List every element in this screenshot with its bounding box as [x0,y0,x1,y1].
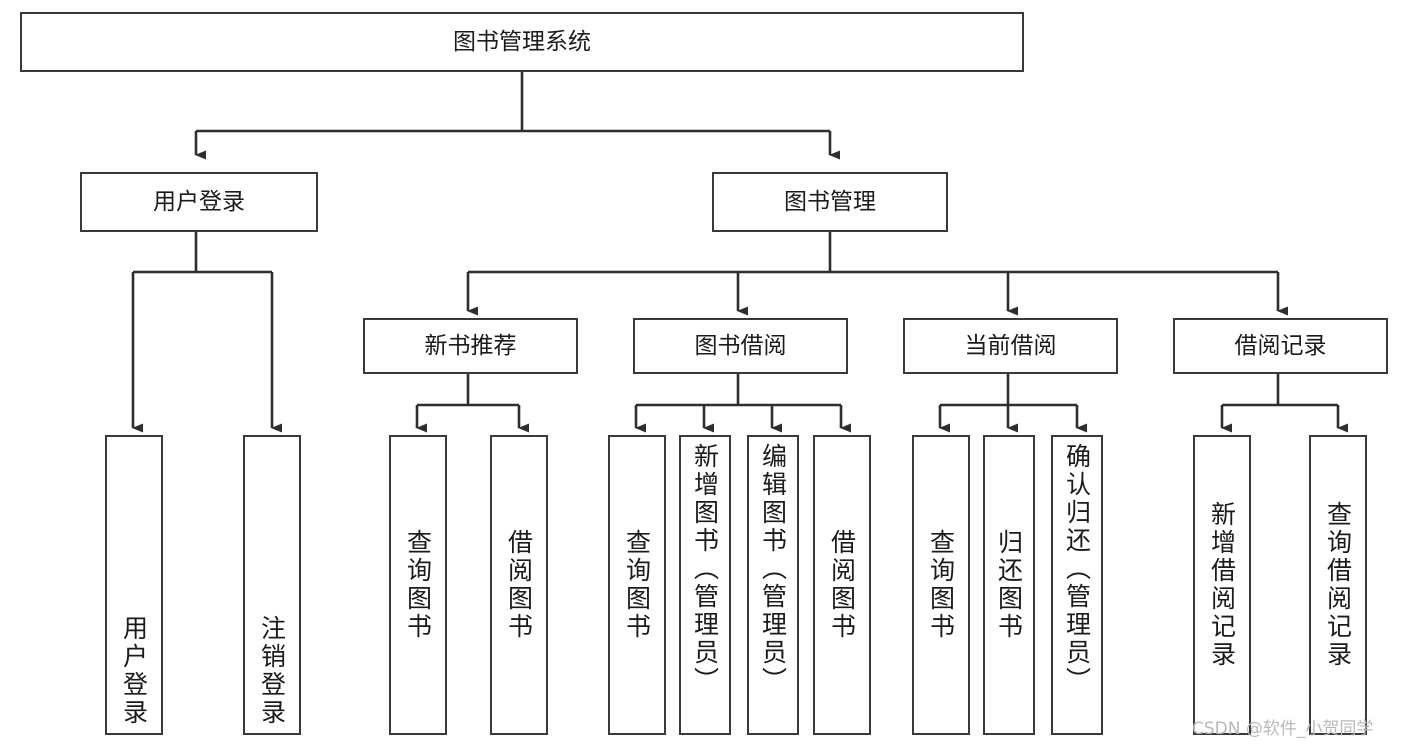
node-current-borrow[interactable]: 当前借阅 [903,318,1118,374]
node-leaf-add-record-label: 新增借阅记录 [1207,501,1237,669]
node-leaf-confirm-return[interactable]: 确认归还（管理员） [1051,435,1103,735]
node-leaf-borrow-book-1-label: 借阅图书 [504,529,534,641]
node-leaf-logout-login[interactable]: 注销登录 [243,435,301,735]
node-leaf-logout-login-label: 注销登录 [257,615,287,727]
node-leaf-edit-book-label: 编辑图书（管理员） [758,443,788,695]
node-leaf-user-login-label: 用户登录 [119,615,149,727]
node-book-manage-label: 图书管理 [784,188,876,215]
node-leaf-query-book-2-label: 查询图书 [622,529,652,641]
node-leaf-borrow-book-2-label: 借阅图书 [827,529,857,641]
node-leaf-query-book-3[interactable]: 查询图书 [912,435,970,735]
node-borrow-record[interactable]: 借阅记录 [1173,318,1388,374]
node-leaf-query-book-3-label: 查询图书 [926,529,956,641]
node-leaf-add-book[interactable]: 新增图书（管理员） [679,435,731,735]
node-borrow-record-label: 借阅记录 [1234,332,1327,359]
node-leaf-confirm-return-label: 确认归还（管理员） [1062,443,1092,695]
node-user-login-label: 用户登录 [153,188,245,215]
node-leaf-add-record[interactable]: 新增借阅记录 [1193,435,1251,735]
node-book-borrow[interactable]: 图书借阅 [633,318,848,374]
node-leaf-borrow-book-1[interactable]: 借阅图书 [490,435,548,735]
node-book-borrow-label: 图书借阅 [694,332,787,359]
node-root-label: 图书管理系统 [453,28,591,55]
node-leaf-user-login[interactable]: 用户登录 [105,435,163,735]
node-new-book-recommend[interactable]: 新书推荐 [363,318,578,374]
node-leaf-query-record[interactable]: 查询借阅记录 [1309,435,1367,735]
node-root[interactable]: 图书管理系统 [20,12,1024,72]
node-leaf-add-book-label: 新增图书（管理员） [690,443,720,695]
node-leaf-return-book[interactable]: 归还图书 [983,435,1035,735]
node-leaf-query-book-1[interactable]: 查询图书 [389,435,447,735]
node-new-book-recommend-label: 新书推荐 [424,332,517,359]
node-leaf-query-record-label: 查询借阅记录 [1323,501,1353,669]
node-leaf-borrow-book-2[interactable]: 借阅图书 [813,435,871,735]
node-current-borrow-label: 当前借阅 [964,332,1057,359]
node-leaf-query-book-1-label: 查询图书 [403,529,433,641]
node-book-manage[interactable]: 图书管理 [712,172,948,232]
node-user-login[interactable]: 用户登录 [80,172,318,232]
node-leaf-return-book-label: 归还图书 [994,529,1024,641]
node-leaf-edit-book[interactable]: 编辑图书（管理员） [747,435,799,735]
node-leaf-query-book-2[interactable]: 查询图书 [608,435,666,735]
